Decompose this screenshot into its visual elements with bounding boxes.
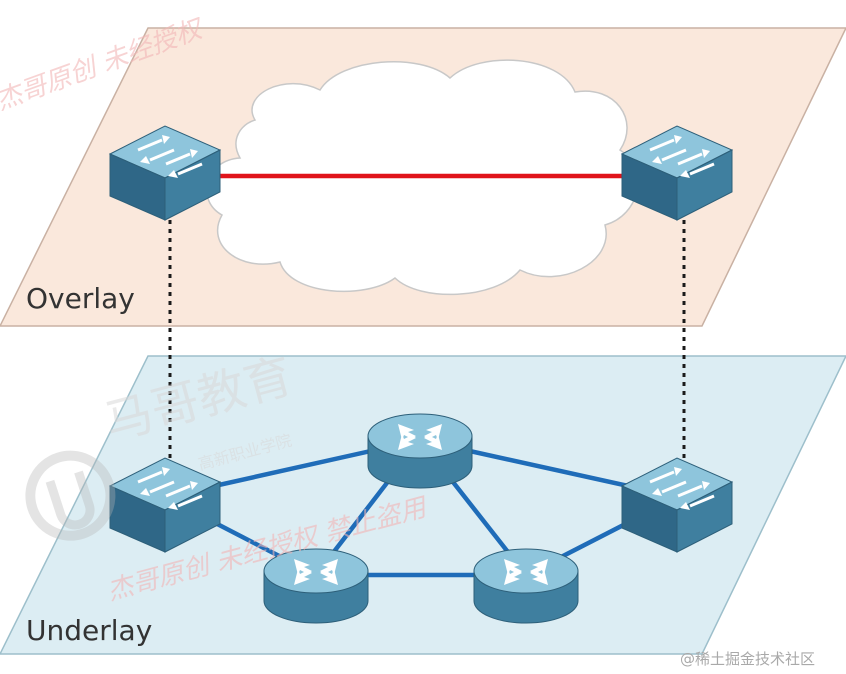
- underlay-plane: [0, 355, 846, 655]
- watermark-logo-icon: [25, 450, 116, 541]
- router-top: [367, 413, 473, 489]
- underlay-label: Underlay: [26, 614, 152, 647]
- overlay-label: Overlay: [26, 282, 135, 315]
- credit-text: @稀土掘金技术社区: [680, 650, 815, 668]
- router-bottom-right: [473, 548, 579, 624]
